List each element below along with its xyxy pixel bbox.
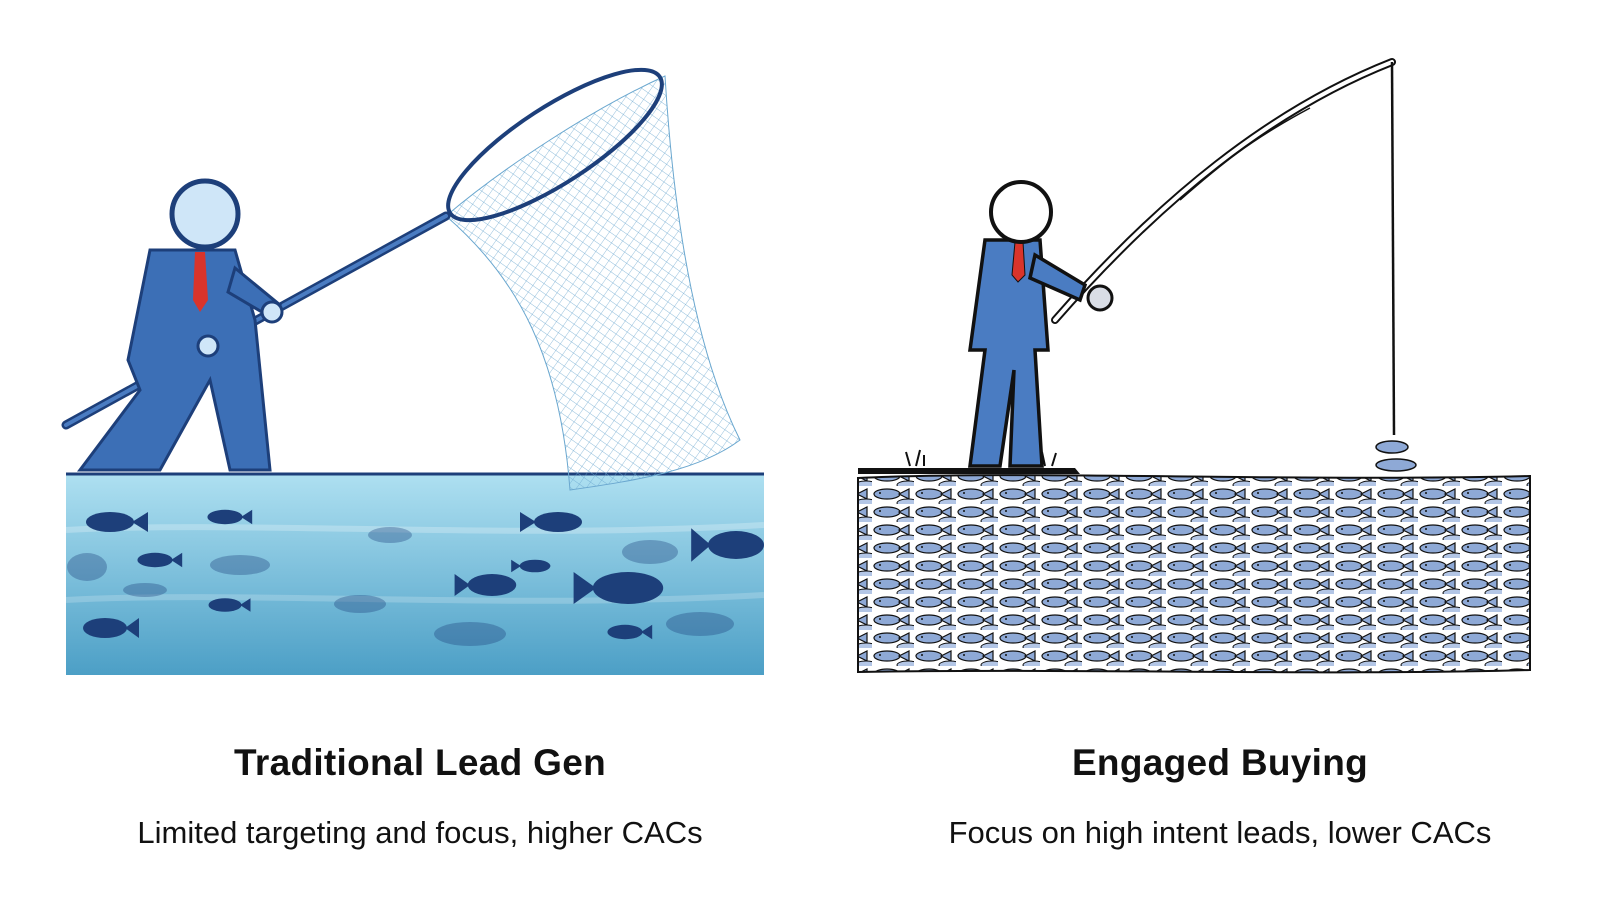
rod-fishing-illustration bbox=[857, 58, 1531, 674]
panel-title: Engaged Buying bbox=[1071, 742, 1369, 783]
panel-engaged-buying: Engaged Buying Focus on high intent lead… bbox=[830, 0, 1600, 901]
panel-title: Traditional Lead Gen bbox=[234, 742, 606, 783]
reel bbox=[1086, 284, 1114, 312]
businessman-figure bbox=[77, 178, 284, 472]
businessman-figure bbox=[967, 180, 1088, 468]
fishing-rod bbox=[1051, 58, 1396, 324]
net-mesh bbox=[445, 75, 741, 491]
water bbox=[66, 474, 764, 675]
hooked-fish bbox=[1375, 440, 1417, 472]
net-fishing-illustration bbox=[61, 67, 765, 675]
panel-subtitle: Limited targeting and focus, higher CACs bbox=[137, 815, 703, 850]
panel-subtitle: Focus on high intent leads, lower CACs bbox=[948, 815, 1492, 850]
faded-fish bbox=[67, 527, 734, 646]
fish-school bbox=[857, 474, 1531, 674]
grass-bank bbox=[858, 468, 1080, 474]
panel-traditional-lead-gen: Traditional Lead Gen Limited targeting a… bbox=[61, 67, 765, 850]
net-hoop bbox=[446, 67, 664, 223]
scattered-fish bbox=[83, 509, 764, 640]
fishing-line bbox=[1390, 61, 1396, 436]
